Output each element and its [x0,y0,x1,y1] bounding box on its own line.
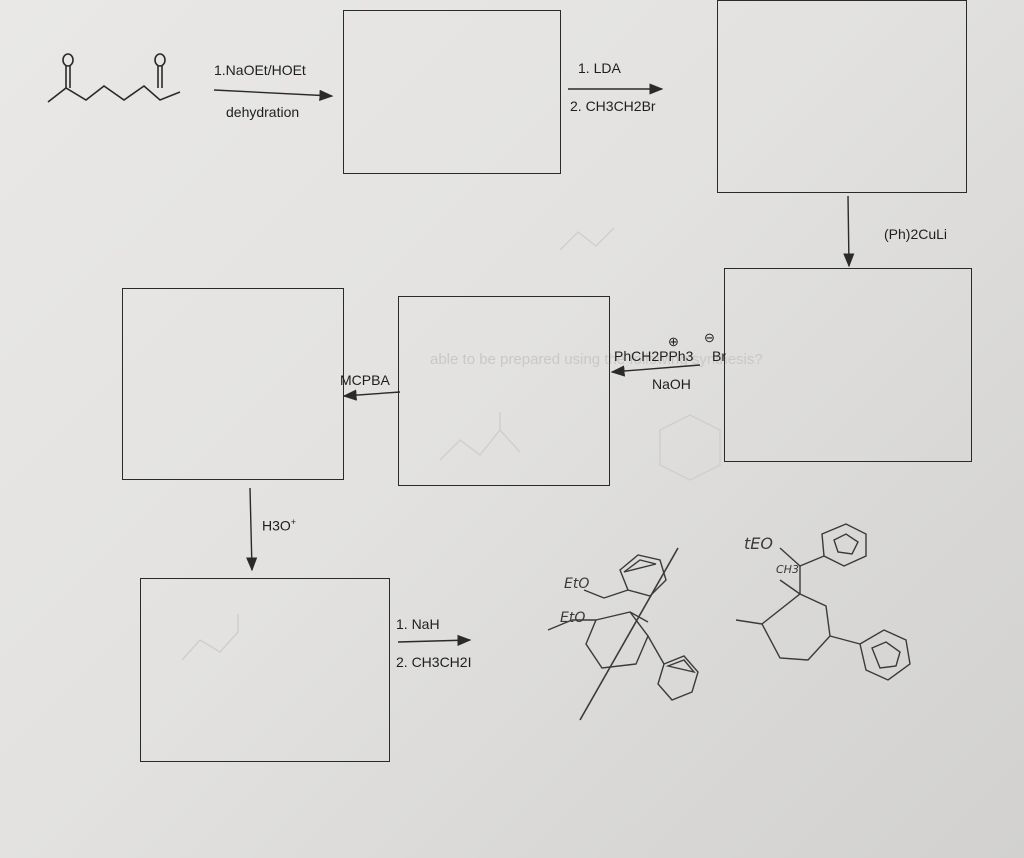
bleed-through-structures [181,227,721,661]
step6-reagent-sup: + [290,517,297,527]
step7-reagent-line2: 2. CH3CH2I [396,654,472,670]
step1-reagent-line1: 1.NaOEt/HOEt [214,62,306,78]
step4-reagent-cation: PhCH2PPh3 [614,348,694,364]
handwritten-structure-crossed [547,547,699,721]
answer-box-6[interactable] [140,578,390,762]
arrow-step4 [610,364,701,377]
step4-anion-charge: ⊖ [704,330,715,345]
step4-base: NaOH [652,376,691,392]
step6-reagent-main: H3O [262,517,291,534]
handwritten-label-eto-2: EtO [560,610,586,626]
step6-reagent: H3O+ [262,514,296,534]
handwritten-label-eto-1: EtO [564,576,590,592]
answer-box-2[interactable] [717,0,967,193]
step2-reagent-line1: 1. LDA [578,60,621,76]
arrow-step7 [397,634,472,646]
arrow-step6 [246,487,258,572]
step4-reagent-anion: Br [712,348,726,364]
arrow-step5 [342,389,401,401]
answer-box-3[interactable] [724,268,972,462]
step3-reagent: (Ph)2CuLi [884,226,948,242]
answer-box-5[interactable] [122,288,344,480]
answer-box-4[interactable] [398,296,610,486]
starting-material-diketone [47,53,181,103]
step5-reagent: MCPBA [340,372,390,388]
arrow-step3 [843,195,855,268]
handwritten-structure-answer [735,523,911,681]
bleed-through-text: able to be prepared using the following … [430,351,763,368]
step1-reagent-line2: dehydration [226,104,300,120]
step7-reagent-line1: 1. NaH [396,616,440,632]
handwritten-label-teo: tEO [744,534,773,553]
step2-reagent-line2: 2. CH3CH2Br [570,98,656,114]
arrow-step1 [213,89,334,101]
step4-cation-charge: ⊕ [668,334,679,349]
answer-box-1[interactable] [343,10,561,174]
handwritten-label-ch3: CH3 [776,563,799,576]
